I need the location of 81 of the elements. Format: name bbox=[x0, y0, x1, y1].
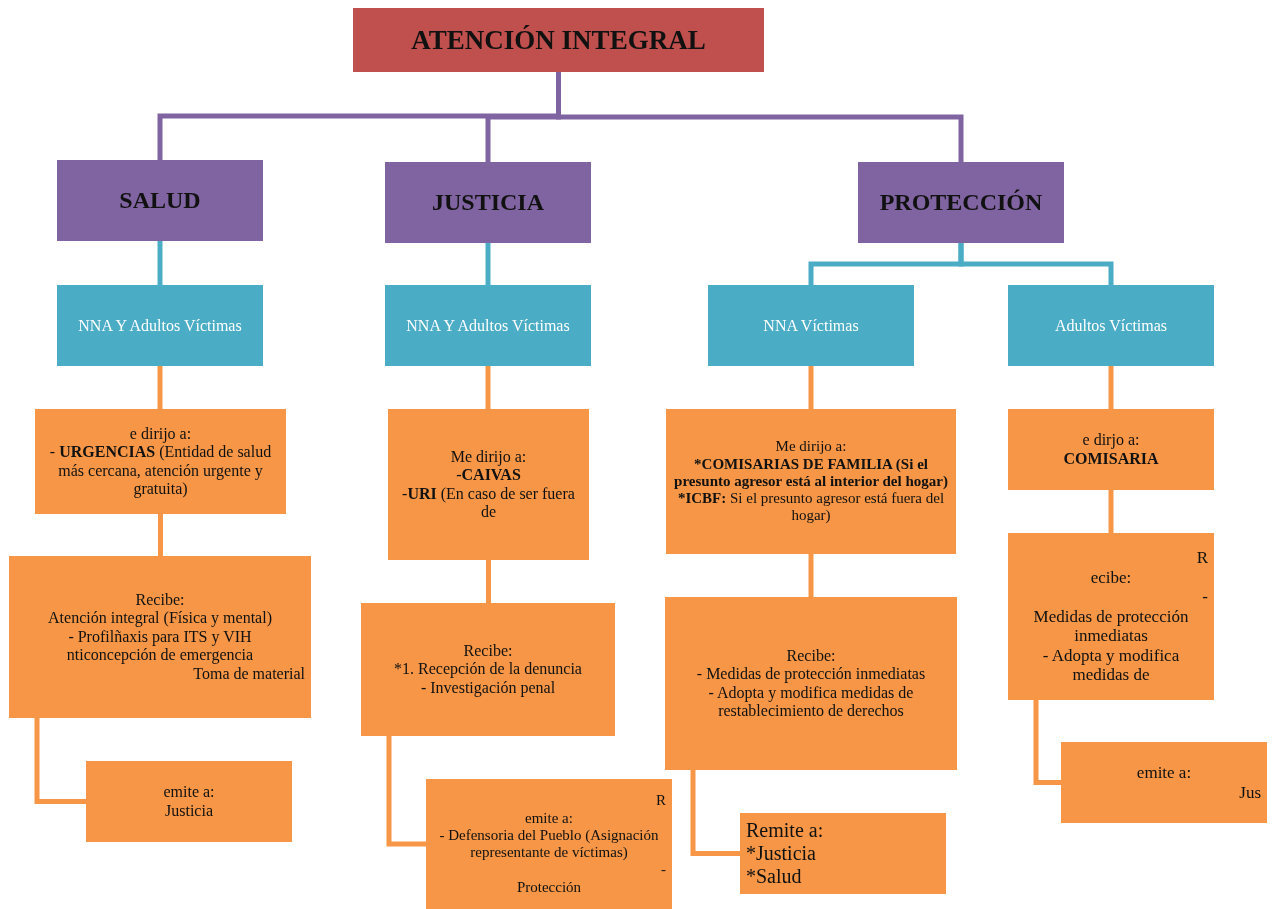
group-box bbox=[1008, 285, 1214, 366]
category-box bbox=[858, 162, 1064, 243]
connector-line bbox=[158, 514, 163, 556]
connector-line bbox=[690, 770, 740, 856]
step-text: emite a: bbox=[1135, 762, 1193, 783]
step-text: COMISARIA bbox=[1062, 449, 1160, 468]
step-text: - Adopta y modifica medidas de bbox=[1041, 645, 1181, 685]
step-box bbox=[665, 597, 957, 770]
step-box bbox=[1008, 533, 1214, 700]
step-text: Remite a: bbox=[746, 819, 825, 842]
step-text: Recibe: bbox=[785, 646, 837, 666]
category-box bbox=[57, 160, 263, 241]
connector-line bbox=[34, 718, 86, 804]
step-text: - Adopta y modifica medidas de restablecimiento de derechos bbox=[707, 683, 915, 721]
step-text: -URI (En caso de ser fuera de bbox=[401, 484, 576, 522]
step-text: Medidas de protección inmediatas bbox=[1032, 606, 1190, 646]
step-text: e dirijo a: bbox=[128, 424, 193, 444]
connector-line bbox=[157, 241, 163, 285]
step-text: - bbox=[660, 861, 666, 879]
step-text: e dirjo a: bbox=[1081, 431, 1141, 450]
connector-line bbox=[808, 554, 814, 597]
step-text: Me dirijo a: bbox=[774, 438, 848, 456]
step-text: - bbox=[1201, 587, 1208, 607]
connector-line bbox=[1108, 490, 1114, 533]
step-text: Recibe: bbox=[462, 641, 514, 661]
connector-line bbox=[485, 366, 491, 409]
step-text: *COMISARIAS DE FAMILIA (Si el presunto agresor está al interior del hogar) bbox=[673, 455, 949, 491]
box-label: PROTECCIÓN bbox=[878, 189, 1044, 216]
step-text: - Investigación penal bbox=[419, 678, 557, 698]
step-text: -CAIVAS bbox=[455, 466, 522, 485]
group-box bbox=[57, 285, 263, 366]
step-box bbox=[388, 409, 589, 560]
box-label: NNA Y Adultos Víctimas bbox=[405, 316, 571, 335]
step-text: *ICBF: Si el presunto agresor está fuera del hogar) bbox=[676, 490, 946, 525]
step-text: Recibe: bbox=[134, 591, 186, 610]
step-box bbox=[1061, 742, 1267, 823]
box-label: JUSTICIA bbox=[431, 189, 545, 216]
box-label: NNA Víctimas bbox=[762, 316, 860, 335]
step-text: R bbox=[1195, 548, 1208, 568]
step-text: - URGENCIAS (Entidad de salud más cercana, atención urgente y gratuita) bbox=[48, 443, 273, 499]
connector-line bbox=[157, 366, 163, 409]
category-box bbox=[385, 162, 591, 243]
title-box bbox=[353, 8, 764, 72]
box-label: SALUD bbox=[118, 187, 202, 214]
step-box bbox=[9, 556, 311, 718]
step-text: emite a: bbox=[162, 783, 216, 802]
connector-line bbox=[958, 243, 1114, 285]
step-text: ecibe: bbox=[1089, 567, 1133, 588]
step-text: Me dirijo a: bbox=[449, 447, 528, 467]
step-text: Atención integral (Física y mental) bbox=[47, 609, 273, 628]
box-label: Adultos Víctimas bbox=[1053, 316, 1169, 335]
step-box bbox=[1008, 409, 1214, 490]
step-text: nticoncepción de emergencia bbox=[65, 646, 255, 665]
step-box bbox=[426, 779, 672, 909]
step-text: *Justicia bbox=[746, 842, 817, 865]
connector-line bbox=[485, 243, 491, 285]
group-box bbox=[708, 285, 914, 366]
group-box bbox=[385, 285, 591, 366]
step-text: Protección bbox=[515, 878, 583, 896]
connector-line bbox=[486, 560, 491, 603]
step-text: Toma de material bbox=[192, 664, 305, 683]
box-label: NNA Y Adultos Víctimas bbox=[77, 316, 243, 335]
step-text: R bbox=[655, 792, 666, 810]
step-box bbox=[35, 409, 286, 514]
step-text: Justicia bbox=[164, 801, 214, 820]
connector-line bbox=[1033, 700, 1061, 785]
connector-line bbox=[1108, 366, 1114, 409]
step-box bbox=[666, 409, 956, 554]
step-text: emite a: bbox=[524, 809, 574, 827]
step-text: - Profilñaxis para ITS y VIH bbox=[67, 627, 253, 647]
step-text: - Defensoria del Pueblo (Asignación representante de víctimas) bbox=[438, 826, 660, 862]
step-text: *Salud bbox=[746, 865, 803, 888]
box-label: ATENCIÓN INTEGRAL bbox=[410, 24, 707, 56]
step-box bbox=[740, 813, 946, 894]
step-text: *1. Recepción de la denuncia bbox=[393, 660, 583, 679]
step-box bbox=[86, 761, 292, 842]
connector-line bbox=[808, 366, 814, 409]
step-text: - Medidas de protección inmediatas bbox=[695, 665, 927, 684]
connector-line bbox=[386, 736, 426, 847]
step-box bbox=[361, 603, 615, 736]
step-text: Jus bbox=[1238, 782, 1261, 803]
